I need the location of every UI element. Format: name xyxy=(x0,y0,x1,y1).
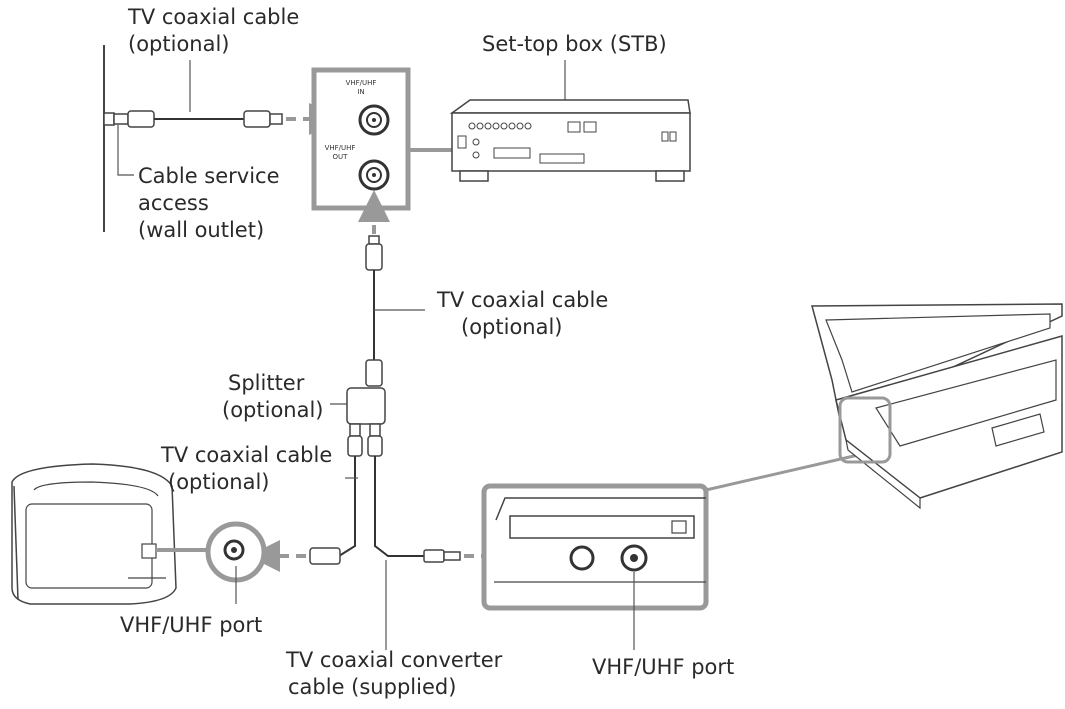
television xyxy=(11,463,177,605)
svg-text:OUT: OUT xyxy=(333,153,349,161)
wall-pointer xyxy=(117,125,134,176)
set-top-box xyxy=(449,60,691,182)
left-cable-label: TV coaxial cable xyxy=(161,443,333,467)
laptop xyxy=(811,303,1063,510)
svg-text:VHF/UHF: VHF/UHF xyxy=(346,79,377,87)
svg-text:IN: IN xyxy=(357,88,364,96)
mid-coax-cable xyxy=(365,235,425,387)
stb-panel: VHF/UHF IN VHF/UHF OUT xyxy=(311,67,411,211)
left-cable-label-optional: (optional) xyxy=(168,470,270,494)
mid-cable-label: TV coaxial cable xyxy=(437,288,609,312)
wall-outlet xyxy=(103,45,115,232)
tv-port-zoom xyxy=(205,521,267,604)
wall-label-2: access xyxy=(138,191,209,215)
splitter xyxy=(330,387,386,457)
splitter-label-optional: (optional) xyxy=(222,398,324,422)
splitter-label: Splitter xyxy=(228,371,305,395)
converter-label-1: TV coaxial converter xyxy=(286,648,503,672)
converter-label-2: cable (supplied) xyxy=(288,675,457,699)
mid-cable-label-optional: (optional) xyxy=(461,315,563,339)
tv-coax-cable xyxy=(309,456,358,565)
svg-text:VHF/UHF: VHF/UHF xyxy=(325,144,356,152)
pc-port-label: VHF/UHF port xyxy=(592,655,735,679)
pc-callout-link xyxy=(705,448,881,492)
top-cable-label-optional: (optional) xyxy=(128,32,230,56)
converter-cable xyxy=(374,456,461,650)
wall-label-3: (wall outlet) xyxy=(138,218,265,242)
tv-port-label: VHF/UHF port xyxy=(120,613,263,637)
stb-label: Set-top box (STB) xyxy=(482,32,667,56)
top-cable-label: TV coaxial cable xyxy=(128,5,300,29)
wall-label-1: Cable service xyxy=(138,164,280,188)
pc-port-zoom xyxy=(481,483,709,650)
top-coax-cable xyxy=(113,110,283,128)
